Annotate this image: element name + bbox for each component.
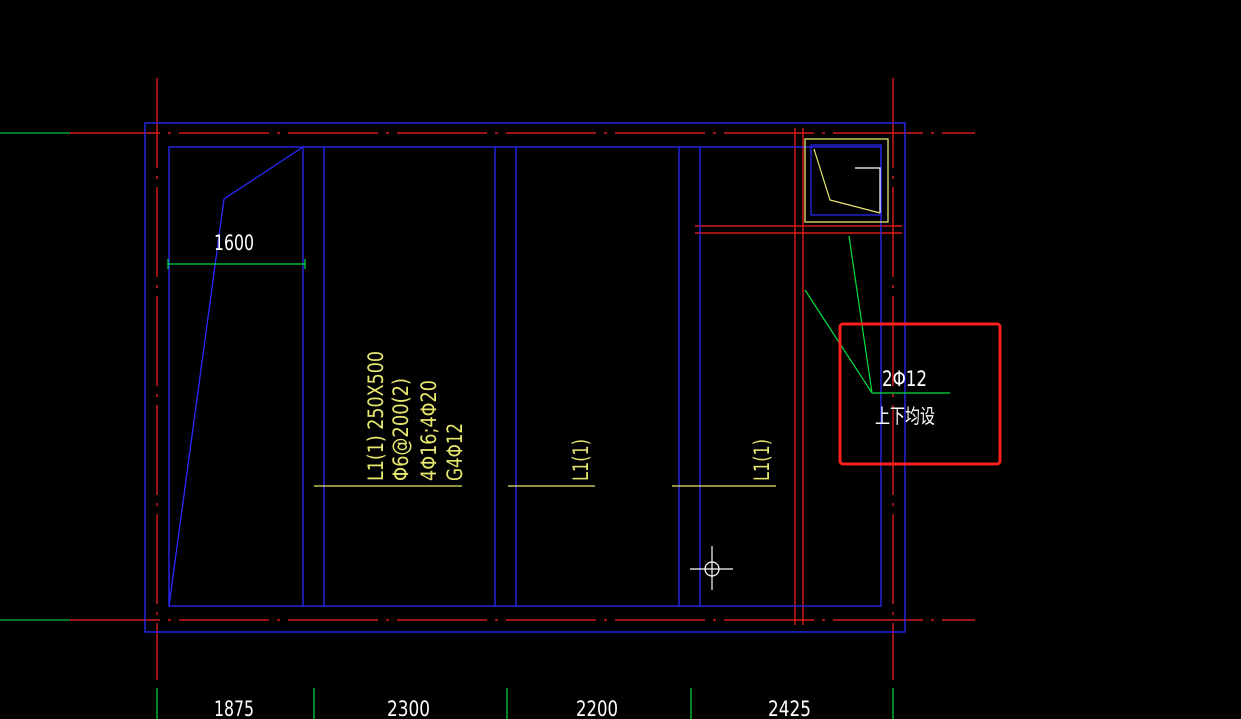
beam-main-annotation: L1(1) 250X500 Φ6@200(2) 4Φ16;4Φ20 G4Φ12 — [314, 351, 467, 487]
bottom-dimension-text: 1875 — [214, 697, 254, 719]
callout-rebar-text: 2Φ12 — [882, 367, 927, 391]
beam-main-line-1: L1(1) 250X500 — [364, 351, 388, 481]
beam-main-line-3: 4Φ16;4Φ20 — [417, 380, 441, 481]
slab-inner-border — [168, 146, 882, 607]
bottom-dimension-text: 2425 — [768, 697, 811, 719]
beam-outlines — [144, 122, 906, 633]
callout-note-text: 上下均设 — [875, 404, 935, 428]
bottom-dimension-ticks — [156, 688, 894, 719]
beam-main-line-2: Φ6@200(2) — [389, 378, 413, 481]
left-extension-lines — [0, 132, 70, 621]
corner-detail — [804, 138, 889, 223]
beam-main-line-4: G4Φ12 — [443, 423, 467, 481]
highlight-box — [838, 322, 1002, 466]
dimension-1600: 1600 — [167, 231, 306, 269]
dimension-text: 1600 — [214, 231, 254, 255]
bottom-dimensions: 1875 2300 2200 2425 — [214, 697, 811, 719]
callout-leaders — [804, 235, 950, 394]
bottom-dimension-text: 2200 — [576, 697, 618, 719]
beam-right-label: L1(1) — [750, 439, 774, 481]
axis-lines — [70, 78, 975, 680]
beam-right-annotation: L1(1) — [672, 439, 776, 487]
beam-mid-annotation: L1(1) — [508, 439, 595, 487]
slab-outer-border — [144, 122, 906, 633]
beam-mid-label: L1(1) — [569, 439, 593, 481]
slope-line — [168, 146, 304, 607]
bottom-dimension-text: 2300 — [387, 697, 430, 719]
crosshair-cursor-icon — [690, 546, 733, 590]
